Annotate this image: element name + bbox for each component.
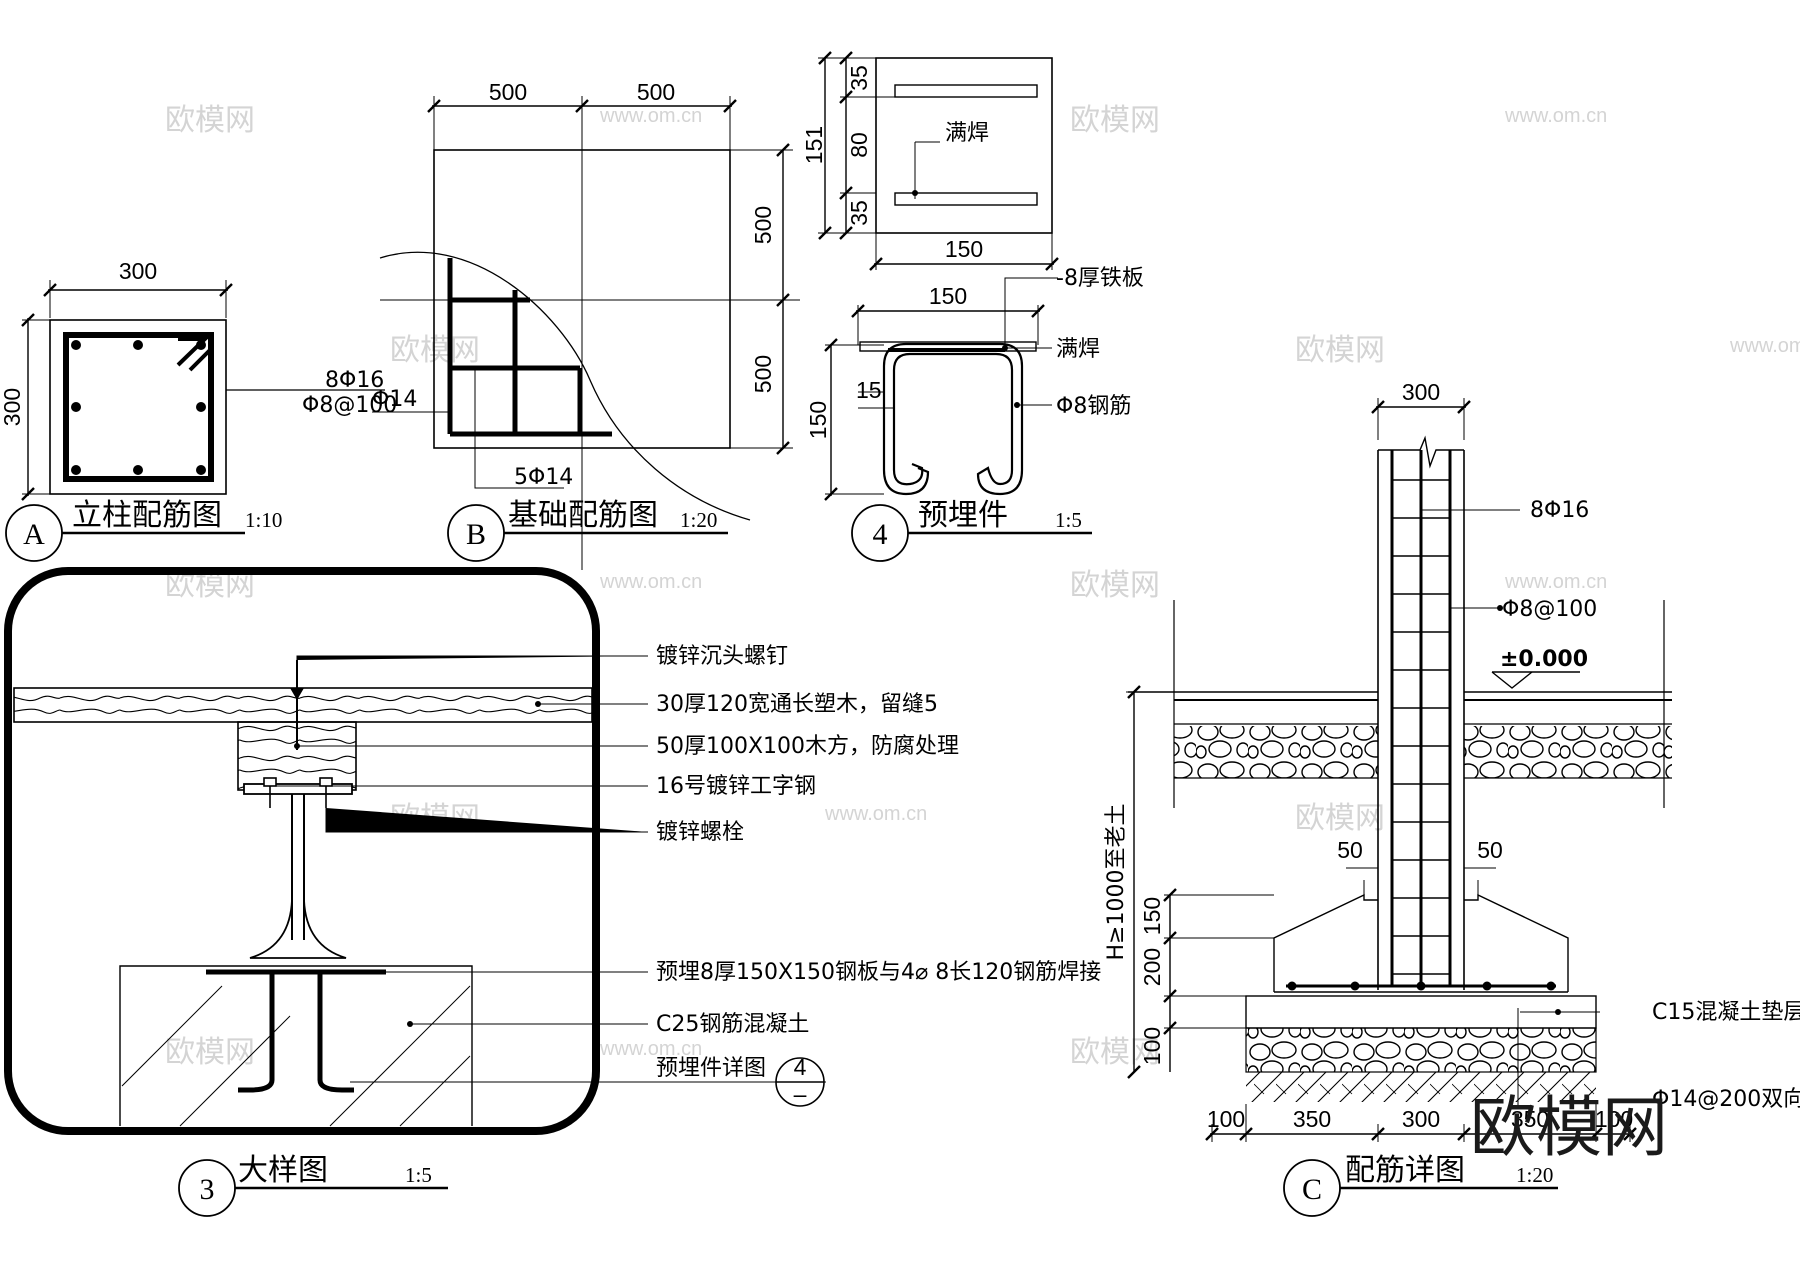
- section-bottom-dim-5: 100: [1595, 1106, 1633, 1132]
- title-4-letter: 4: [873, 518, 888, 551]
- section-dim-top: 300: [1402, 379, 1440, 405]
- footing-side-bar-label: Φ14: [372, 387, 417, 412]
- detail-note-7: C25钢筋混凝土: [656, 1012, 809, 1037]
- embed-plate-label: -8厚铁板: [1056, 266, 1144, 291]
- site-logo: 欧模网: [1470, 1089, 1668, 1166]
- watermark-url: www.om.cn: [1504, 105, 1607, 127]
- title-b-letter: B: [466, 518, 486, 551]
- column-main-bar-label: 8Φ16: [325, 368, 384, 393]
- title-3-name: 大样图: [238, 1153, 328, 1188]
- title-c-name: 配筋详图: [1345, 1153, 1465, 1188]
- section-dim-150: 150: [1139, 897, 1165, 935]
- footing-top-dim: 500: [750, 206, 776, 244]
- column-stirrup-label: Φ8@100: [302, 393, 397, 418]
- watermark-text: 欧模网: [1070, 1035, 1160, 1070]
- watermark-text: 欧模网: [1295, 801, 1385, 836]
- column-width-dim: 300: [119, 258, 157, 284]
- watermark-text: 欧模网: [390, 333, 480, 368]
- embed-dim-35b: 35: [846, 200, 872, 226]
- detail-note-5: 镀锌螺栓: [656, 820, 744, 845]
- detail-ref-sheet: –: [794, 1081, 807, 1107]
- column-reinforcement-drawing: 300 300 8Φ16 Φ8@100 A 立柱配筋图 1:10: [0, 258, 397, 562]
- embed-dim-35a: 35: [846, 65, 872, 91]
- section-cushion-label: C15混凝土垫层: [1652, 1000, 1800, 1025]
- embed-dim-150-mid: 150: [929, 283, 967, 309]
- title-4-scale: 1:5: [1055, 508, 1082, 532]
- section-dim-200: 200: [1139, 948, 1165, 986]
- footing-reinforcement-drawing: 500 500 500 500 Φ14 5Φ14 B: [372, 79, 800, 570]
- embed-weld-side-label: 满焊: [1056, 337, 1100, 362]
- title-3-letter: 3: [200, 1173, 215, 1206]
- detail-drawing: 镀锌沉头螺钉 30厚120宽通长塑木，留缝5 50厚100X100木方，防腐处理…: [4, 567, 1101, 1217]
- embed-dim-80: 80: [846, 132, 872, 158]
- title-a-scale: 1:10: [245, 508, 282, 532]
- watermark-url: www.om.cn: [1729, 335, 1800, 357]
- detail-note-1: 镀锌沉头螺钉: [656, 644, 788, 669]
- title-a-letter: A: [23, 518, 45, 551]
- detail-note-4: 16号镀锌工字钢: [656, 774, 816, 799]
- detail-note-8: 预埋件详图: [656, 1056, 766, 1081]
- embed-dim-151: 151: [801, 126, 827, 164]
- footing-left-dim: 500: [489, 79, 527, 105]
- watermark-text: 欧模网: [165, 103, 255, 138]
- watermark-text: 欧模网: [1070, 568, 1160, 603]
- section-stirrup-label: Φ8@100: [1502, 597, 1597, 622]
- watermark-text: 欧模网: [1295, 333, 1385, 368]
- watermark-url: www.om.cn: [599, 571, 702, 593]
- title-a-name: 立柱配筋图: [72, 498, 222, 533]
- section-level-label: ±0.000: [1500, 647, 1588, 672]
- embed-weld-top-label: 满焊: [945, 121, 989, 146]
- watermark-url: www.om.cn: [1504, 571, 1607, 593]
- title-c-letter: C: [1302, 1173, 1322, 1206]
- column-height-dim: 300: [0, 388, 25, 426]
- section-bottom-dim-3: 300: [1402, 1106, 1440, 1132]
- detail-ref-number: 4: [794, 1054, 807, 1080]
- detail-note-3: 50厚100X100木方，防腐处理: [656, 734, 959, 759]
- section-dim-50-left: 50: [1337, 837, 1363, 863]
- title-3-scale: 1:5: [405, 1163, 432, 1187]
- watermark-url: www.om.cn: [824, 803, 927, 825]
- detail-note-2: 30厚120宽通长塑木，留缝5: [656, 692, 938, 717]
- section-depth-label: H≥1000至老土: [1104, 804, 1129, 961]
- section-bottom-dim-4: 350: [1511, 1106, 1549, 1132]
- watermark-text: 欧模网: [1070, 103, 1160, 138]
- section-bottom-dim-2: 350: [1293, 1106, 1331, 1132]
- footing-bottom-dim: 500: [750, 355, 776, 393]
- section-bottom-dim-1: 100: [1207, 1106, 1245, 1132]
- embed-dim-150-side: 150: [805, 401, 831, 439]
- title-b-name: 基础配筋图: [508, 498, 658, 533]
- footing-bottom-bar-label: 5Φ14: [514, 465, 573, 490]
- title-c-scale: 1:20: [1516, 1163, 1553, 1187]
- embed-bar-label: Φ8钢筋: [1056, 394, 1131, 419]
- section-dim-100: 100: [1139, 1027, 1165, 1065]
- title-4-name: 预埋件: [918, 498, 1008, 533]
- embedded-part-drawing: 满焊 35 80 35 151 150 150: [801, 51, 1144, 562]
- watermarks: 欧模网 www.om.cn 欧模网 www.om.cn 欧模网 欧模网 www.…: [165, 103, 1800, 1070]
- title-b-scale: 1:20: [680, 508, 717, 532]
- watermark-url: www.om.cn: [599, 105, 702, 127]
- watermark-text: 欧模网: [165, 1035, 255, 1070]
- section-reinforcement-drawing: 300 8Φ16 Φ8@100 ±0.000: [1104, 379, 1800, 1217]
- section-dim-50-right: 50: [1477, 837, 1503, 863]
- detail-note-6: 预埋8厚150X150钢板与4⌀ 8长120钢筋焊接: [656, 960, 1101, 985]
- embed-dim-15: 15: [856, 377, 882, 403]
- section-main-bar-label: 8Φ16: [1530, 498, 1589, 523]
- embed-dim-150-top: 150: [945, 236, 983, 262]
- watermark-url: www.om.cn: [599, 1038, 702, 1060]
- footing-right-dim: 500: [637, 79, 675, 105]
- section-bottom-bar-label: Φ14@200双向: [1652, 1087, 1800, 1112]
